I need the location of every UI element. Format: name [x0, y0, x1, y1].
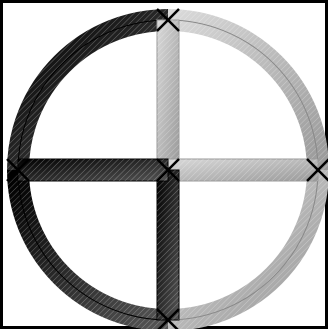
spoke-left-hatch — [18, 159, 168, 181]
spoke-top-hatch — [157, 20, 179, 170]
spoke-bottom-hatch — [157, 170, 179, 320]
spoke-right-hatch — [168, 159, 318, 181]
